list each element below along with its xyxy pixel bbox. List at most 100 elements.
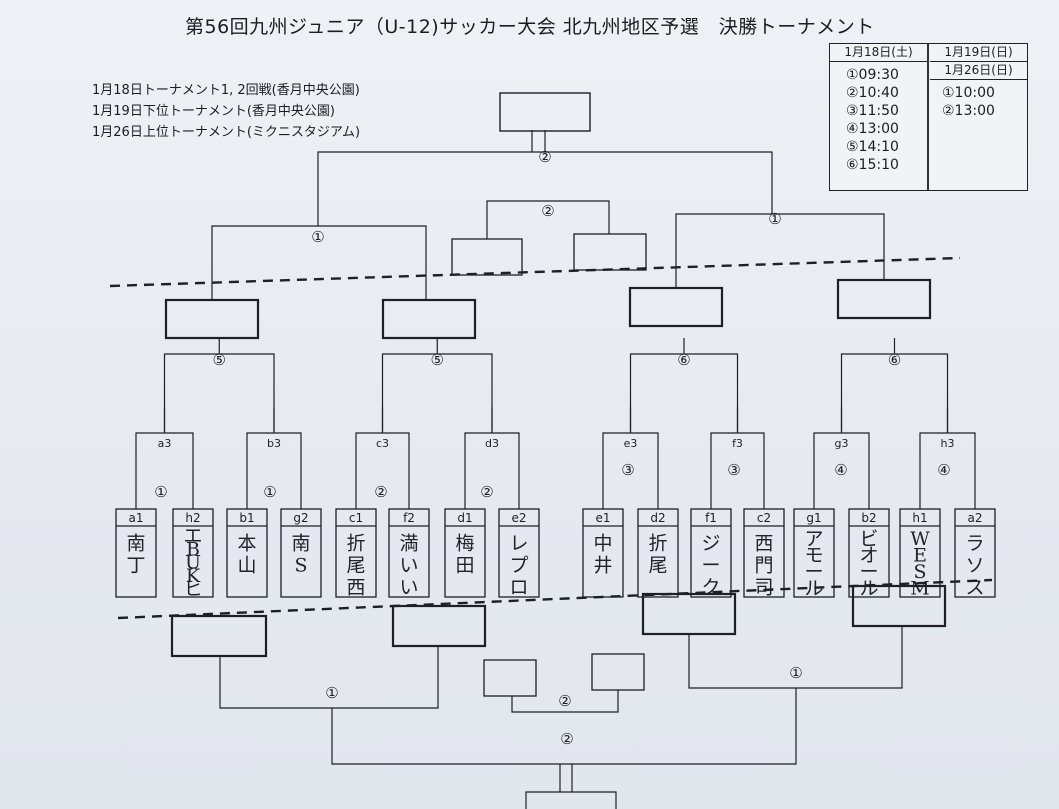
time-slot: ②10:40 xyxy=(846,85,899,101)
team-name-char: ラ xyxy=(965,533,984,555)
team-name-char: 南 xyxy=(126,533,145,555)
match-number: ② xyxy=(480,483,493,501)
team-code: b1 xyxy=(239,511,254,525)
group-label: f3 xyxy=(732,437,743,450)
schedule-header: 1月18日(土) xyxy=(830,44,927,62)
team-name-char: ー xyxy=(804,561,823,583)
team-name-char: 丁 xyxy=(126,555,145,577)
third-box xyxy=(573,233,647,271)
champion-box xyxy=(499,92,591,132)
team-name-char: W xyxy=(910,528,930,550)
time-slot: ④13:00 xyxy=(846,121,899,137)
match-number: ① xyxy=(789,664,802,682)
team-name-char: ソ xyxy=(965,555,984,577)
schedule-header: 1月26日(日) xyxy=(930,62,1027,80)
time-slot: ①10:00 xyxy=(942,85,995,101)
schedule-notes: 1月18日トーナメント1, 2回戦(香月中央公園) 1月19日下位トーナメント(… xyxy=(92,80,360,143)
team-name-char: エ xyxy=(183,525,202,547)
match-number: ⑤ xyxy=(431,351,444,369)
match-number: ② xyxy=(538,148,551,166)
upper-semi-bracket xyxy=(211,225,427,300)
schedule-slots: ①10:00 ②13:00 xyxy=(930,80,1027,120)
team-name-char: K xyxy=(186,565,201,587)
schedule-slots: ①09:30 ②10:40 ③11:50 ④13:00 ⑤14:10 ⑥15:1… xyxy=(830,62,927,174)
match-number: ③ xyxy=(727,461,740,479)
winner-box xyxy=(836,278,932,320)
team-name-char: 山 xyxy=(237,555,256,577)
team-code: f2 xyxy=(403,511,415,525)
team-name-char: モ xyxy=(804,545,823,567)
match-number: ① xyxy=(263,483,276,501)
team-name-char: 尾 xyxy=(648,555,667,577)
winner-box xyxy=(164,298,260,340)
team-name-char: 西 xyxy=(754,533,773,555)
team-name-char: プ xyxy=(509,555,528,577)
team-code: h1 xyxy=(912,511,927,525)
team-name-char: ヒ xyxy=(183,578,202,600)
lower-third-bracket xyxy=(511,690,619,713)
winner-box xyxy=(628,286,724,328)
schedule-col-day1: 1月18日(土) ①09:30 ②10:40 ③11:50 ④13:00 ⑤14… xyxy=(830,44,929,190)
team-code: d2 xyxy=(650,511,665,525)
lower-winner-box xyxy=(641,592,737,636)
group-label: d3 xyxy=(485,437,499,450)
team-name-char: ビ xyxy=(859,528,878,550)
match-number: ④ xyxy=(937,461,950,479)
team-name-char: ア xyxy=(804,528,823,550)
team-name-char: ー xyxy=(701,555,720,577)
note-line: 1月19日下位トーナメント(香月中央公園) xyxy=(92,104,335,119)
match-number: ③ xyxy=(621,461,634,479)
team-name-char: 折 xyxy=(648,533,667,555)
lower-winner-box xyxy=(170,614,268,658)
match-number: ② xyxy=(558,692,571,710)
team-name-char: 井 xyxy=(593,555,612,577)
team-name-char: E xyxy=(913,545,927,567)
team-name-char: 梅 xyxy=(455,533,474,555)
time-slot: ①09:30 xyxy=(846,67,899,83)
lower-winner-box xyxy=(391,604,487,648)
team-name-char: 西 xyxy=(346,577,365,599)
team-code: e2 xyxy=(511,511,526,525)
team-code: g1 xyxy=(806,511,821,525)
upper-semi-bracket xyxy=(675,213,885,288)
time-slot: ⑥15:10 xyxy=(846,157,899,173)
team-code: a2 xyxy=(968,511,983,525)
team-name-char: ジ xyxy=(701,533,720,555)
team-name-char: ク xyxy=(701,577,720,599)
match-number: ① xyxy=(311,228,324,246)
match-number: ② xyxy=(560,730,573,748)
time-slot: ②13:00 xyxy=(942,103,995,119)
team-code: e1 xyxy=(595,511,610,525)
team-code: a1 xyxy=(129,511,144,525)
separator-dashed xyxy=(109,256,961,288)
team-name-char: ロ xyxy=(509,577,528,599)
team-name-char: 折 xyxy=(346,533,365,555)
third-bracket xyxy=(486,200,610,239)
lower-third-box xyxy=(591,653,645,691)
match-number: ② xyxy=(541,202,554,220)
group-label: g3 xyxy=(835,437,849,450)
group-label: e3 xyxy=(624,437,638,450)
team-code: g2 xyxy=(293,511,308,525)
team-name-char: U xyxy=(185,552,201,574)
match-number: ⑤ xyxy=(213,351,226,369)
team-name-char: B xyxy=(186,538,200,560)
time-slot: ⑤14:10 xyxy=(846,139,899,155)
team-name-char: 門 xyxy=(754,555,773,577)
team-name-char: ル xyxy=(804,578,823,600)
group-label: a3 xyxy=(158,437,172,450)
match-number: ④ xyxy=(834,461,847,479)
team-name-char: 中 xyxy=(593,533,612,555)
team-code: h2 xyxy=(185,511,200,525)
team-name-char: 本 xyxy=(237,533,256,555)
team-code: f1 xyxy=(705,511,717,525)
group-label: b3 xyxy=(267,437,281,450)
lower-winner-box xyxy=(851,584,947,628)
time-slot: ③11:50 xyxy=(846,103,899,119)
lower-semi-bracket xyxy=(219,646,439,709)
team-name-char: 田 xyxy=(455,555,474,577)
team-code: c2 xyxy=(757,511,771,525)
schedule-col-day2: 1月19日(日) 1月26日(日) ①10:00 ②13:00 xyxy=(930,44,1027,190)
lower-final-bracket xyxy=(331,688,797,765)
